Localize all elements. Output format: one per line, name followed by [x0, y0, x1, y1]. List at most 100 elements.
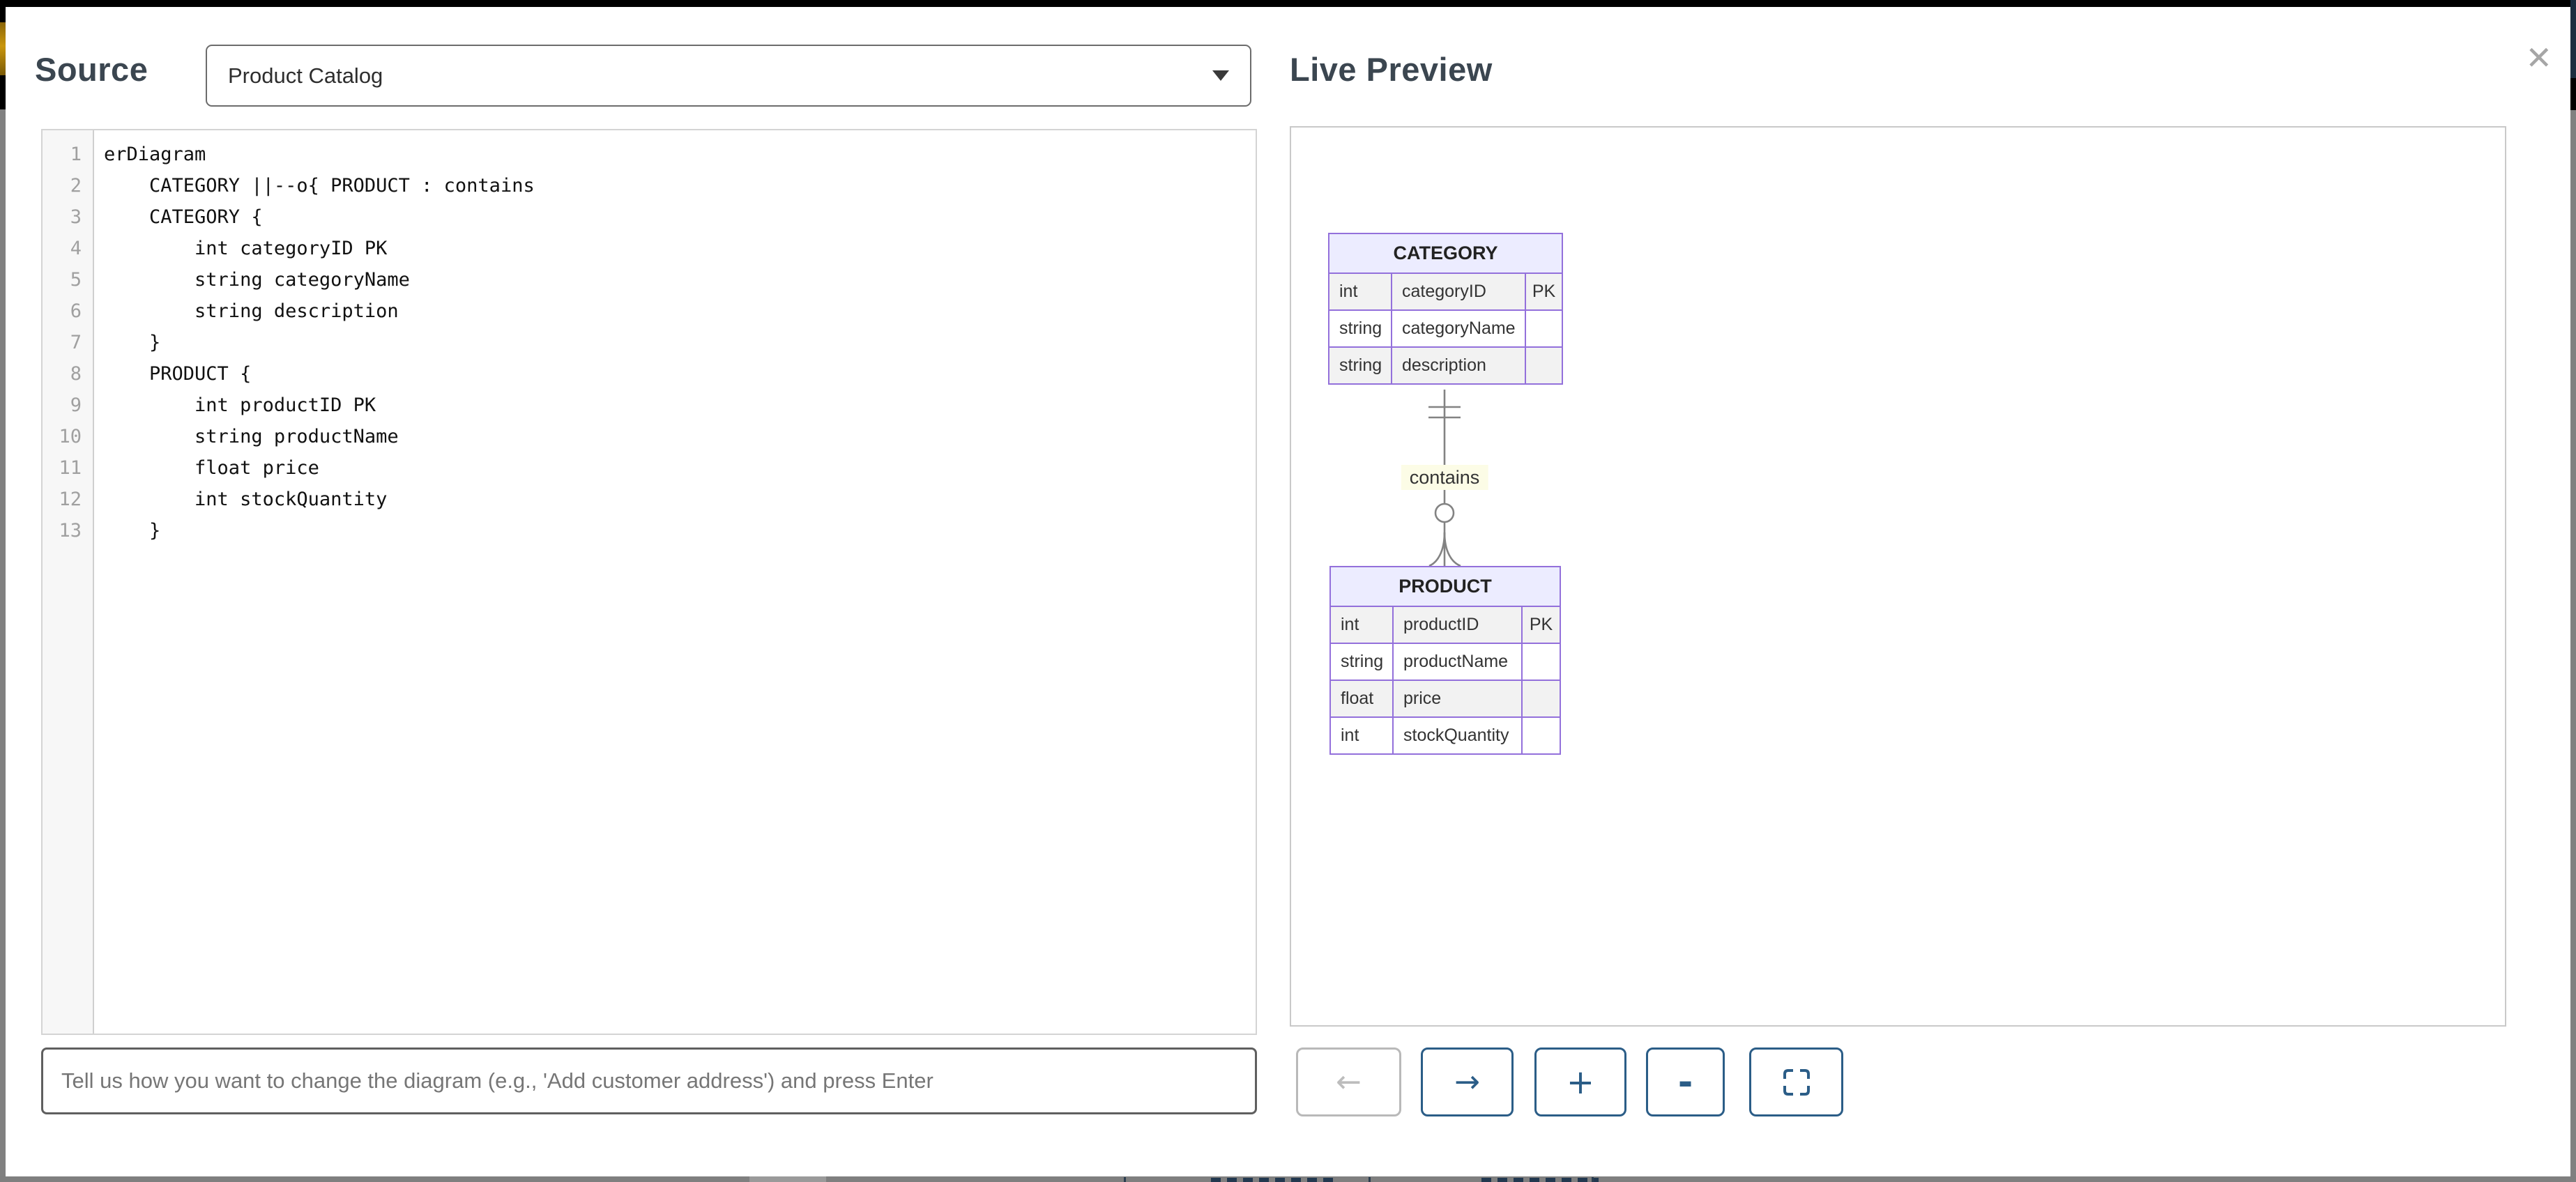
- background-truncated-button: [1481, 1178, 1599, 1182]
- preview-panel-title: Live Preview: [1290, 51, 1493, 88]
- line-number: 9: [70, 394, 82, 416]
- entity-header: PRODUCT: [1329, 566, 1562, 607]
- background-right-edge: [2570, 0, 2576, 78]
- background-logo-sliver: [0, 22, 6, 75]
- entity-header: CATEGORY: [1328, 233, 1563, 274]
- background-divider: [1592, 1177, 1594, 1182]
- diagram-select-value: Product Catalog: [228, 63, 383, 88]
- attribute-name: productID: [1392, 606, 1523, 644]
- attribute-key: PK: [1521, 606, 1562, 644]
- code-line[interactable]: 5 string categoryName: [43, 264, 1256, 296]
- code-text: string categoryName: [104, 269, 410, 291]
- code-line[interactable]: 11 float price: [43, 452, 1256, 484]
- code-text: string productName: [104, 426, 399, 447]
- code-line[interactable]: 7 }: [43, 327, 1256, 358]
- attribute-type: int: [1329, 606, 1394, 644]
- close-icon[interactable]: ✕: [2525, 39, 2552, 77]
- fullscreen-icon: [1783, 1068, 1810, 1096]
- code-text: }: [104, 332, 161, 353]
- line-number: 7: [70, 332, 82, 353]
- background-truncated-button: [1211, 1178, 1335, 1182]
- attribute-key: [1521, 716, 1562, 755]
- attribute-key: [1525, 309, 1563, 348]
- line-number: 12: [59, 489, 82, 510]
- code-editor[interactable]: 1 erDiagram 2 CATEGORY ||--o{ PRODUCT : …: [41, 129, 1257, 1035]
- diagram-preview-canvas[interactable]: CATEGORY int categoryID PK string: [1290, 126, 2506, 1027]
- code-lines: 1 erDiagram 2 CATEGORY ||--o{ PRODUCT : …: [43, 139, 1256, 546]
- attribute-key: [1521, 680, 1562, 718]
- code-text: int stockQuantity: [104, 489, 388, 510]
- entity-name: PRODUCT: [1329, 566, 1562, 607]
- zoom-in-button[interactable]: +: [1534, 1047, 1626, 1116]
- line-number: 11: [59, 457, 82, 479]
- background-right-edge-dark: [2570, 78, 2576, 110]
- code-text: float price: [104, 457, 319, 479]
- attribute-type: string: [1328, 346, 1392, 385]
- redo-button[interactable]: →: [1421, 1047, 1514, 1116]
- preview-toolbar: ← → + -: [1296, 1047, 1843, 1116]
- code-text: CATEGORY ||--o{ PRODUCT : contains: [104, 175, 535, 197]
- relationship-label: contains: [1401, 465, 1488, 490]
- code-line[interactable]: 1 erDiagram: [43, 139, 1256, 170]
- change-request-input[interactable]: [41, 1047, 1257, 1114]
- code-text: PRODUCT {: [104, 363, 252, 385]
- arrow-left-icon: ←: [1336, 1064, 1362, 1100]
- background-top-bar: [0, 0, 2576, 7]
- undo-button[interactable]: ←: [1296, 1047, 1401, 1116]
- cardinality-zero-circle: [1434, 502, 1455, 523]
- code-line[interactable]: 9 int productID PK: [43, 390, 1256, 421]
- entity-attribute-row: float price: [1329, 680, 1562, 718]
- attribute-name: stockQuantity: [1392, 716, 1523, 755]
- entity-attribute-row: int productID PK: [1329, 606, 1562, 644]
- attribute-key: PK: [1525, 273, 1563, 311]
- code-line[interactable]: 4 int categoryID PK: [43, 233, 1256, 264]
- entity-attribute-row: string productName: [1329, 643, 1562, 681]
- code-line[interactable]: 8 PRODUCT {: [43, 358, 1256, 390]
- code-line[interactable]: 6 string description: [43, 296, 1256, 327]
- line-number: 6: [70, 300, 82, 322]
- line-number-gutter: [43, 130, 94, 1034]
- entity-attribute-row: int categoryID PK: [1328, 273, 1563, 311]
- entity-name: CATEGORY: [1328, 233, 1563, 274]
- background-bottom-strip: [0, 1176, 2576, 1182]
- attribute-key: [1525, 346, 1563, 385]
- attribute-type: string: [1328, 309, 1392, 348]
- code-line[interactable]: 3 CATEGORY {: [43, 201, 1256, 233]
- code-line[interactable]: 2 CATEGORY ||--o{ PRODUCT : contains: [43, 170, 1256, 201]
- line-number: 8: [70, 363, 82, 385]
- source-panel-title: Source: [35, 51, 148, 88]
- code-text: int categoryID PK: [104, 238, 388, 259]
- attribute-type: int: [1328, 273, 1392, 311]
- code-text: erDiagram: [104, 144, 206, 165]
- attribute-name: categoryName: [1391, 309, 1526, 348]
- fit-view-button[interactable]: [1749, 1047, 1843, 1116]
- line-number: 10: [59, 426, 82, 447]
- background-divider: [1124, 1177, 1126, 1182]
- attribute-name: categoryID: [1391, 273, 1526, 311]
- code-text: string description: [104, 300, 399, 322]
- entity-attribute-row: string description: [1328, 346, 1563, 385]
- crow-foot-left: [1428, 532, 1446, 566]
- code-line[interactable]: 12 int stockQuantity: [43, 484, 1256, 515]
- code-line[interactable]: 13 }: [43, 515, 1256, 546]
- arrow-right-icon: →: [1454, 1064, 1480, 1100]
- code-line[interactable]: 10 string productName: [43, 421, 1256, 452]
- chevron-down-icon: [1212, 70, 1229, 81]
- background-divider: [1369, 1177, 1371, 1182]
- entity-product: PRODUCT int productID PK string: [1329, 566, 1562, 755]
- attribute-type: string: [1329, 643, 1394, 681]
- line-number: 2: [70, 175, 82, 197]
- line-number: 4: [70, 238, 82, 259]
- plus-icon: +: [1566, 1062, 1595, 1102]
- attribute-type: float: [1329, 680, 1394, 718]
- zoom-out-button[interactable]: -: [1646, 1047, 1725, 1116]
- background-bottom-segment: [749, 1176, 826, 1182]
- code-text: int productID PK: [104, 394, 376, 416]
- minus-icon: -: [1677, 1061, 1693, 1103]
- diagram-editor-modal: Source Product Catalog 1 erDiagram 2 CAT…: [6, 7, 2570, 1176]
- attribute-name: description: [1391, 346, 1526, 385]
- attribute-type: int: [1329, 716, 1394, 755]
- entity-attribute-row: int stockQuantity: [1329, 716, 1562, 755]
- diagram-select-dropdown[interactable]: Product Catalog: [206, 45, 1251, 107]
